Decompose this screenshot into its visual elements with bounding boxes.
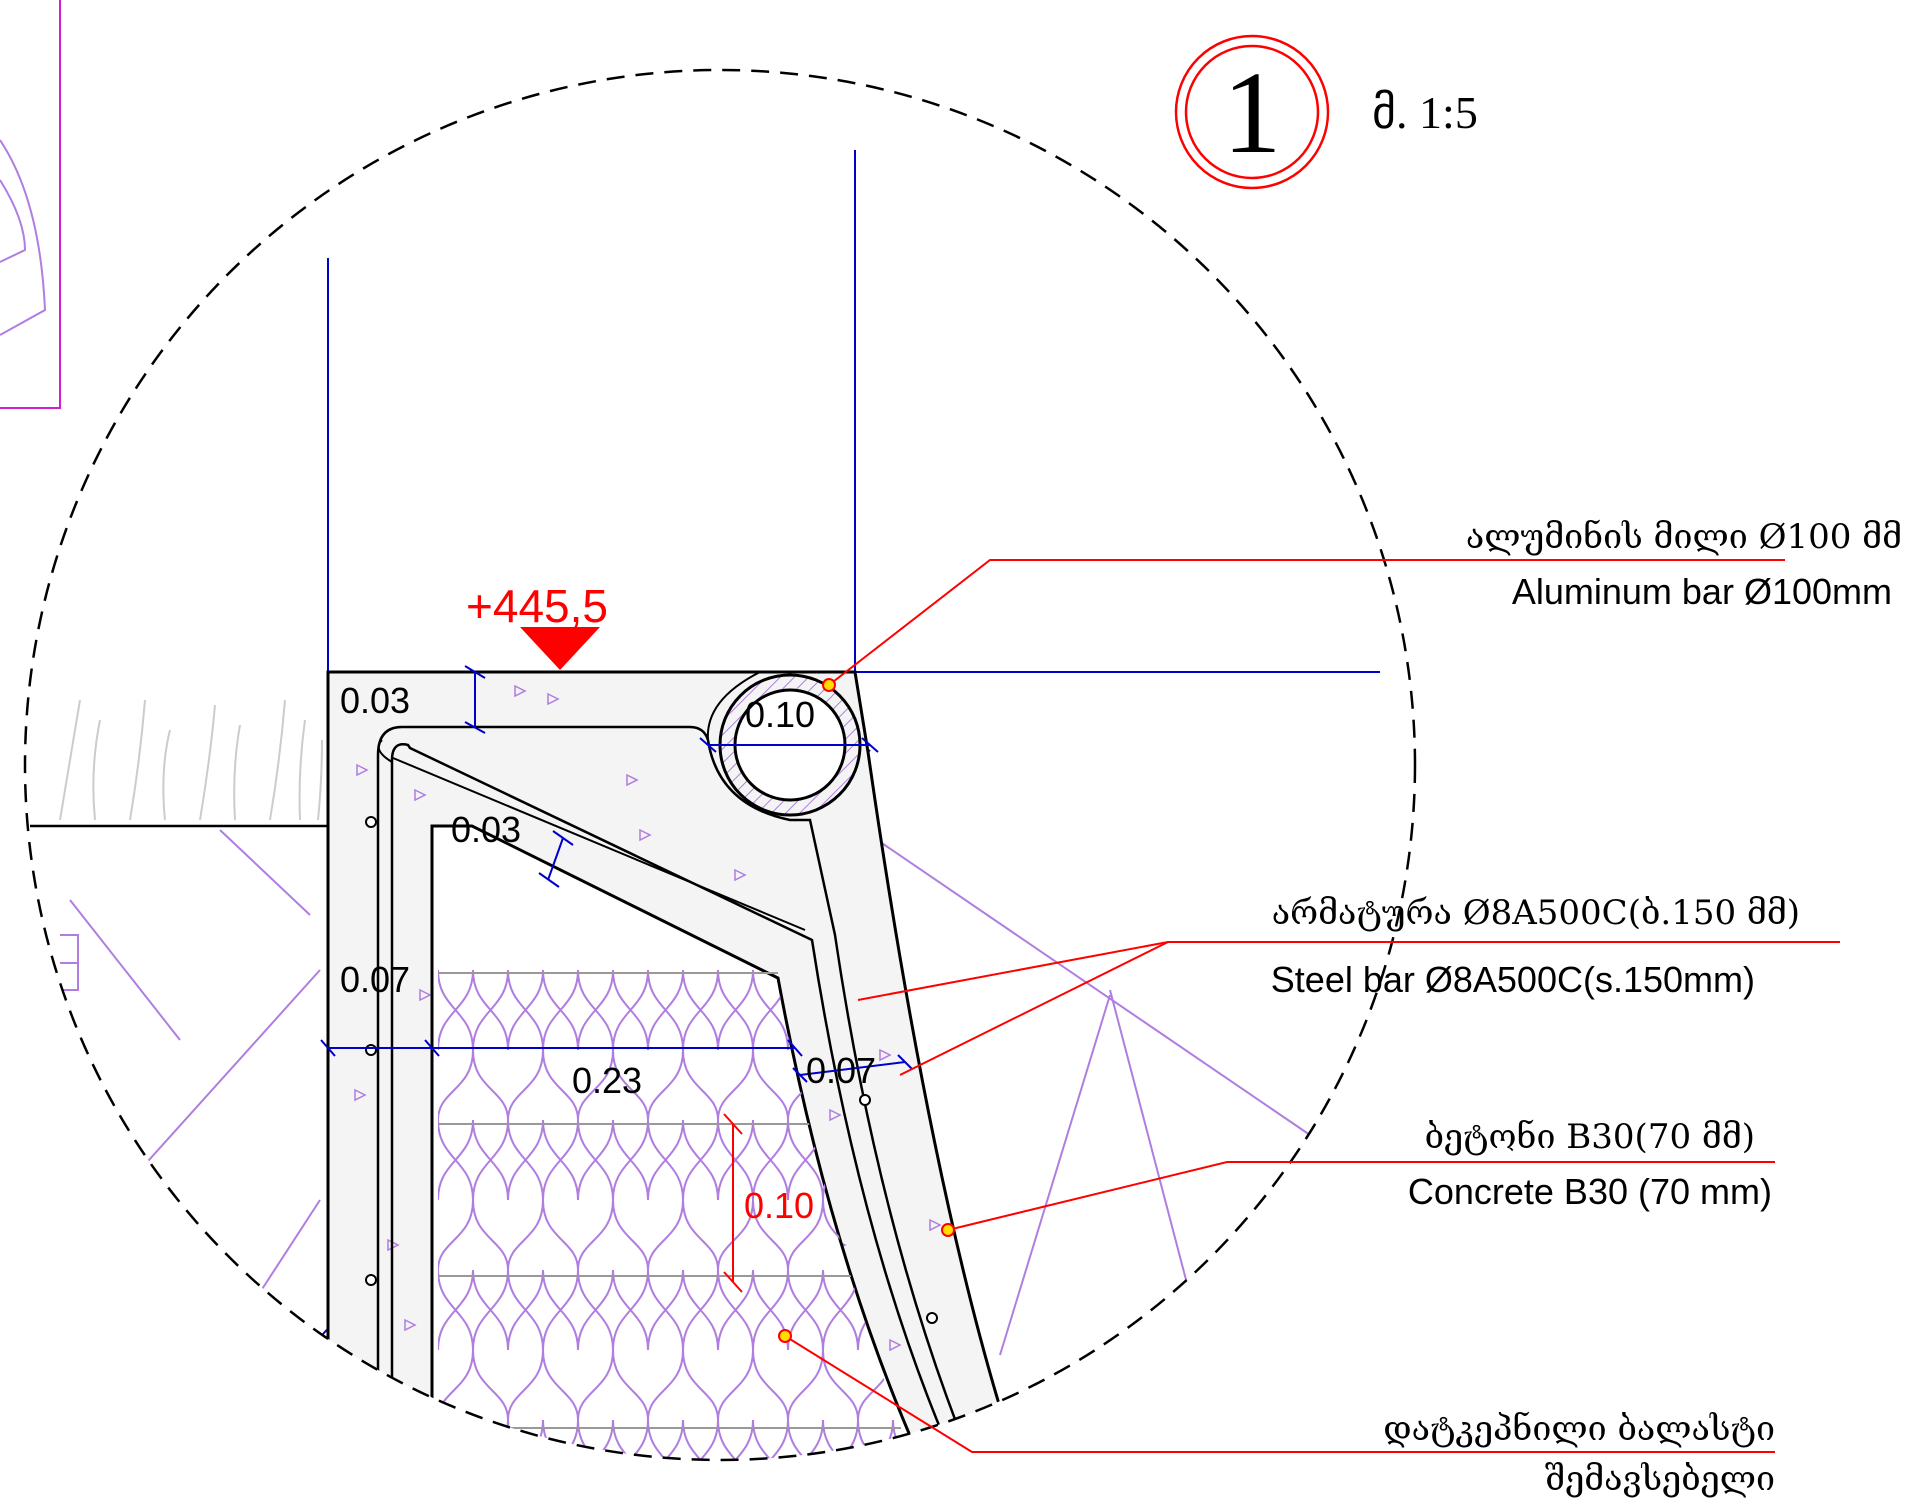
soil-lines-right <box>869 834 1311 1356</box>
dim-wall-outer: 0.07 <box>340 959 410 1000</box>
callout-concrete-geo: ბეტონი B30(70 მმ) <box>1425 1117 1755 1157</box>
callout-ballast-geo2: შემავსებელი <box>1545 1459 1775 1499</box>
callout-ballast: დატკეპნილი ბალასტი შემავსებელი <box>1383 1409 1775 1499</box>
detail-circle <box>23 68 1417 1462</box>
callout-aluminum: ალუმინის მილი Ø100 მმ Aluminum bar Ø100m… <box>1466 517 1902 612</box>
dim-cover-top: 0.03 <box>340 680 410 721</box>
leader-dots <box>778 678 955 1343</box>
dim-insulation-width: 0.23 <box>572 1060 642 1101</box>
dim-shell-thickness: 0.07 <box>806 1050 876 1091</box>
callout-rebar-en: Steel bar Ø8A500C(s.150mm) <box>1271 959 1755 1000</box>
soil-lines-left <box>60 829 321 1301</box>
elevation-marker: +445,5 <box>466 580 608 670</box>
rebar-loop <box>376 725 977 1460</box>
section-content: 0.03 0.10 0.03 0.07 0.23 0.07 0.10 <box>30 150 1380 1460</box>
callout-rebar: არმატურა Ø8A500C(ბ.150 მმ) Steel bar Ø8A… <box>1271 893 1800 1000</box>
grass-texture <box>59 699 323 821</box>
callout-aluminum-en: Aluminum bar Ø100mm <box>1512 571 1892 612</box>
row-height-dimension <box>723 1113 743 1293</box>
dim-cover-mid: 0.03 <box>451 809 521 850</box>
callout-rebar-geo: არმატურა Ø8A500C(ბ.150 მმ) <box>1272 893 1800 933</box>
dimension-lines <box>320 665 913 1083</box>
elevation-value: +445,5 <box>466 580 608 632</box>
callout-aluminum-geo: ალუმინის მილი Ø100 მმ <box>1466 517 1902 557</box>
dim-pipe-diameter: 0.10 <box>745 694 815 735</box>
detail-marker: 1 მ. 1:5 <box>1174 34 1478 190</box>
callout-concrete-en: Concrete B30 (70 mm) <box>1408 1171 1772 1212</box>
callout-concrete: ბეტონი B30(70 მმ) Concrete B30 (70 mm) <box>1408 1117 1772 1212</box>
detail-scale: მ. 1:5 <box>1372 87 1478 138</box>
callout-ballast-geo1: დატკეპნილი ბალასტი <box>1383 1409 1775 1449</box>
leader-lines <box>784 559 1840 1453</box>
detail-number: 1 <box>1223 47 1282 178</box>
adjacent-detail-frame <box>0 0 61 409</box>
dim-row-height: 0.10 <box>744 1185 814 1226</box>
